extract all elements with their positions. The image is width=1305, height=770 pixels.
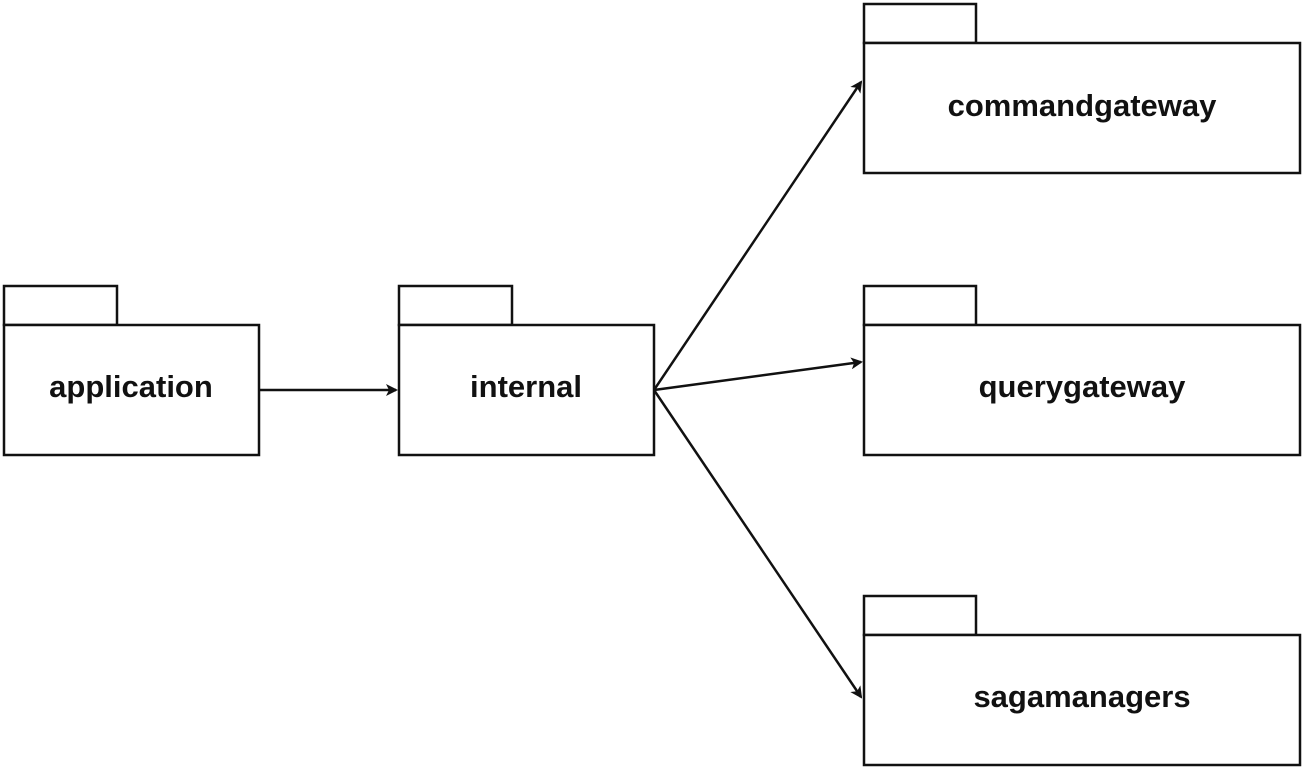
package-label: application (49, 369, 213, 404)
package-label: commandgateway (948, 88, 1218, 123)
package-tab (862, 284, 978, 327)
dependency-arrows (259, 80, 863, 699)
package-body (862, 323, 1302, 457)
package-tab (862, 594, 978, 637)
dependency-internal-to-commandgateway (652, 80, 863, 391)
package-label: internal (470, 369, 582, 404)
package-sagamanagers[interactable]: sagamanagers (862, 594, 1302, 767)
dependency-internal-to-sagamanagers (652, 389, 863, 699)
package-body (862, 41, 1302, 175)
package-querygateway[interactable]: querygateway (862, 284, 1302, 457)
package-application[interactable]: application (2, 284, 261, 457)
package-body (397, 323, 656, 457)
package-internal[interactable]: internal (397, 284, 656, 457)
dependency-internal-to-querygateway (653, 357, 863, 392)
package-label: sagamanagers (973, 679, 1190, 714)
package-tab (2, 284, 119, 327)
package-body (862, 633, 1302, 767)
package-label: querygateway (979, 369, 1187, 404)
package-body (2, 323, 261, 457)
package-commandgateway[interactable]: commandgateway (862, 2, 1302, 175)
package-tab (862, 2, 978, 45)
package-tab (397, 284, 514, 327)
